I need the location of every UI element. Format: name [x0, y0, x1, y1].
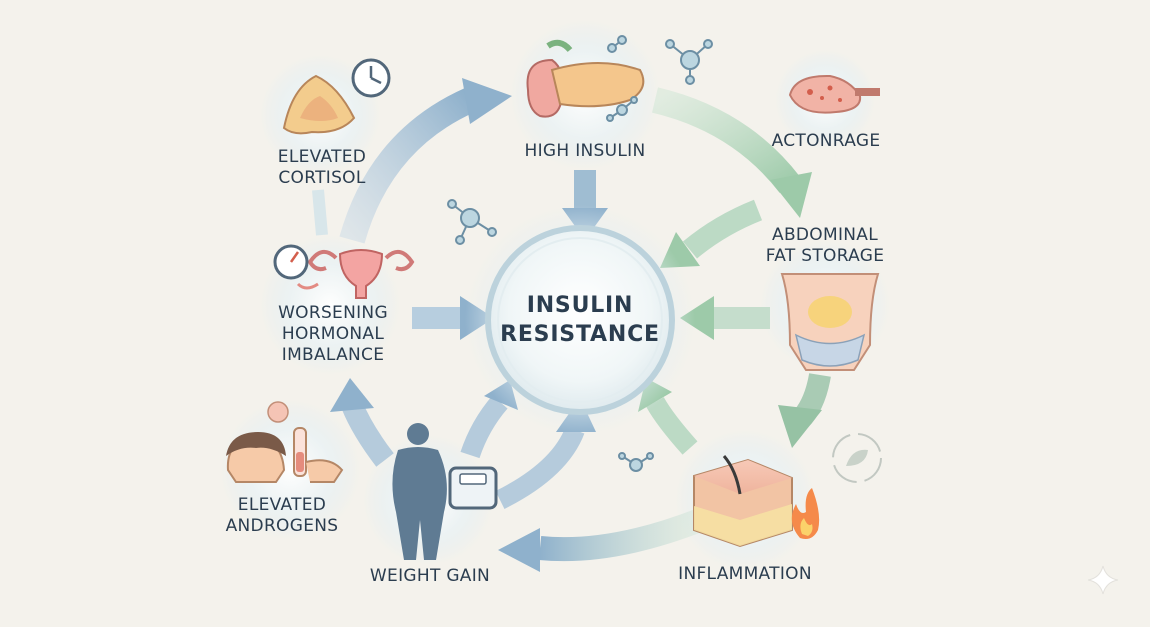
- node-worsening-hormonal-imbalance: WORSENING HORMONAL IMBALANCE: [268, 303, 398, 366]
- body-silhouette-icon: [392, 423, 447, 560]
- node-actonrage: ACTONRAGE: [756, 131, 896, 152]
- node-abdominal-fat-storage: ABDOMINAL FAT STORAGE: [755, 225, 895, 267]
- elevated-cortisol-line1: ELEVATED: [277, 147, 367, 167]
- abdominal-fat-storage-line2: FAT STORAGE: [765, 246, 885, 266]
- arrowhead-to-inflammation: [778, 405, 822, 448]
- person-icon: [226, 432, 286, 483]
- arrow-insulin-to-abdominal: [651, 87, 801, 194]
- cycle-arrows: [312, 78, 831, 572]
- node-inflammation: INFLAMMATION: [665, 564, 825, 585]
- fat-cell-icon: [788, 74, 880, 114]
- elevated-androgens-line2: ANDROGENS: [225, 516, 339, 536]
- arrowhead-to-weight: [498, 528, 540, 572]
- high-insulin-line1: HIGH INSULIN: [524, 141, 646, 161]
- node-elevated-androgens: ELEVATED ANDROGENS: [212, 495, 352, 537]
- node-elevated-cortisol: ELEVATED CORTISOL: [262, 147, 382, 189]
- flame-icon: [791, 488, 820, 539]
- inflammation-line1: INFLAMMATION: [678, 564, 812, 584]
- arrowhead-to-insulin: [462, 78, 512, 124]
- test-tube-icon: [267, 401, 344, 483]
- node-weight-gain: WEIGHT GAIN: [355, 566, 505, 587]
- skin-layers-icon: [693, 455, 793, 548]
- sparkle-icon: [1087, 565, 1119, 595]
- arrowhead-to-hormonal: [330, 378, 374, 412]
- hormonal-line1: WORSENING: [278, 303, 388, 323]
- scale-icon: [448, 466, 498, 510]
- elevated-androgens-line1: ELEVATED: [237, 495, 327, 515]
- center-label-line2: RESISTANCE: [500, 322, 660, 347]
- node-high-insulin: HIGH INSULIN: [505, 141, 665, 162]
- hormonal-line3: IMBALANCE: [281, 345, 385, 365]
- adrenal-gland-icon: [282, 74, 356, 135]
- center-node: [465, 205, 695, 435]
- molecule-icon: [447, 35, 713, 472]
- elevated-cortisol-line2: CORTISOL: [278, 168, 366, 188]
- weight-gain-line1: WEIGHT GAIN: [369, 566, 491, 586]
- hormonal-line2: HORMONAL: [281, 324, 385, 344]
- abdominal-fat-storage-line1: ABDOMINAL: [772, 225, 878, 245]
- leaf-cycle-icon: [832, 433, 882, 483]
- center-label: INSULIN RESISTANCE: [480, 291, 680, 349]
- arrow-inflammation-to-weight: [538, 508, 705, 562]
- arrowhead-to-abdominal: [770, 172, 812, 218]
- uterus-icon: [296, 249, 415, 299]
- center-label-line1: INSULIN: [526, 293, 634, 318]
- actonrage-line1: ACTONRAGE: [771, 131, 881, 151]
- gauge-icon: [273, 244, 309, 280]
- clock-icon: [351, 58, 391, 98]
- abdomen-icon: [780, 273, 880, 371]
- arrow-hormonal-to-insulin: [339, 88, 476, 244]
- link-cortisol-hormonal: [312, 189, 328, 236]
- pancreas-icon: [526, 39, 645, 118]
